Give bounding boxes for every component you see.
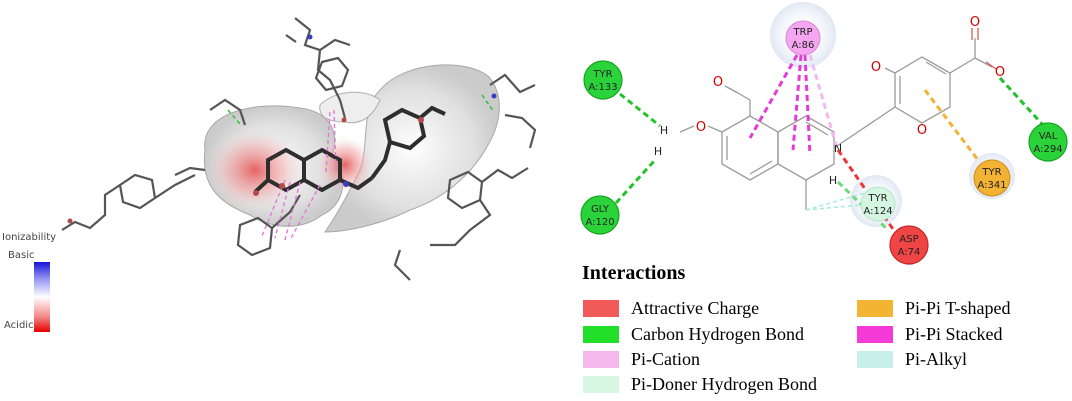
svg-text:A:124: A:124: [863, 206, 892, 217]
atom-o-carbonyl: O: [970, 15, 980, 30]
line-trp86-ring-a: [748, 54, 799, 139]
legend-item-pi-pi-t-shaped: Pi-Pi T-shaped: [857, 298, 1011, 319]
legend-item-pi-pi-stacked: Pi-Pi Stacked: [857, 324, 1003, 345]
ligand-oxygen-bonds: [971, 28, 997, 70]
atom-o-ring: O: [917, 123, 927, 138]
atom-o-keto: O: [871, 60, 881, 75]
legend-swatch: [583, 376, 619, 393]
line-tyr133-h: [619, 92, 661, 128]
legend-label: Pi-Cation: [631, 349, 701, 369]
legend-title: Interactions: [582, 262, 686, 284]
residue-node-tyr133: TYR A:133: [583, 60, 623, 100]
residue-node-asp74: ASP A:74: [889, 225, 929, 265]
svg-text:TYR: TYR: [981, 167, 1001, 178]
legend-item-pi-doner-hydrogen-bond: Pi-Doner Hydrogen Bond: [583, 374, 817, 395]
interaction-lines: [614, 54, 1045, 233]
render-atoms-red: [67, 117, 424, 224]
atom-n-ring: N: [834, 142, 842, 155]
atom-o-hydroxy: O: [696, 120, 706, 135]
svg-text:TYR: TYR: [592, 69, 612, 80]
svg-text:TRP: TRP: [792, 27, 812, 38]
atom-o-carboxyl: O: [995, 65, 1005, 80]
legend-swatch: [857, 300, 893, 317]
pocket-surface-top: [319, 91, 381, 124]
legend-label: Pi-Pi T-shaped: [905, 298, 1011, 318]
residue-node-trp86: TRP A:86: [785, 20, 821, 56]
legend-item-attractive-charge: Attractive Charge: [583, 298, 759, 319]
legend-swatch: [857, 326, 893, 343]
legend-swatch: [857, 351, 893, 368]
interaction-diagram-2d: O O O O O O N H H H TYR: [580, 2, 1068, 265]
ionizability-basic-label: Basic: [8, 250, 35, 261]
svg-text:A:120: A:120: [585, 217, 614, 228]
render-hbond-dashes: [227, 94, 495, 125]
svg-text:A:74: A:74: [898, 247, 921, 258]
svg-text:A:86: A:86: [792, 40, 815, 51]
legend-label: Pi-Alkyl: [905, 349, 968, 369]
svg-text:VAL: VAL: [1039, 131, 1058, 142]
atom-o-methoxy: O: [713, 75, 723, 90]
residue-sticks: [61, 17, 537, 281]
svg-text:A:133: A:133: [588, 82, 617, 93]
residue-node-gly120: GLY A:120: [580, 195, 620, 235]
line-tyr341-ring: [923, 89, 980, 161]
atom-h-2: H: [654, 145, 662, 158]
line-gly120-h: [614, 158, 657, 205]
line-trp86-ring-c: [803, 54, 812, 156]
atom-h-1: H: [660, 124, 668, 137]
legend-swatch: [583, 351, 619, 368]
residue-node-val294: VAL A:294: [1028, 122, 1068, 162]
line-val294-o: [998, 76, 1045, 127]
legend-item-pi-alkyl: Pi-Alkyl: [857, 349, 967, 370]
legend-swatch: [583, 300, 619, 317]
atom-h-3: H: [829, 174, 837, 187]
legend-label: Pi-Pi Stacked: [905, 324, 1003, 344]
legend-label: Pi-Doner Hydrogen Bond: [631, 374, 817, 394]
residue-node-tyr341: TYR A:341: [973, 159, 1011, 197]
ligand-skeleton: [679, 38, 993, 210]
line-trp86-ring-b: [791, 54, 803, 151]
legend-swatch: [583, 326, 619, 343]
render-interaction-dashes: [261, 109, 337, 241]
legend-label: Attractive Charge: [631, 298, 760, 318]
legend-item-pi-cation: Pi-Cation: [583, 349, 700, 370]
legend-label: Carbon Hydrogen Bond: [631, 324, 804, 344]
svg-text:A:294: A:294: [1033, 144, 1062, 155]
render-atoms-blue: [307, 34, 497, 187]
line-trp86-cation: [808, 54, 838, 146]
ionizability-scale-title: Ionizability: [2, 232, 57, 243]
pocket-acidic-region-2: [317, 137, 373, 193]
ionizability-color-bar: [34, 262, 50, 332]
pi-alkyl-lines: [805, 191, 869, 211]
residue-node-tyr124: TYR A:124: [860, 186, 896, 222]
svg-text:GLY: GLY: [591, 204, 610, 215]
legend-item-carbon-hydrogen-bond: Carbon Hydrogen Bond: [583, 324, 804, 345]
svg-text:A:341: A:341: [977, 180, 1006, 191]
svg-text:ASP: ASP: [899, 234, 918, 245]
binding-pocket-render: [61, 17, 537, 281]
pocket-acidic-region: [207, 130, 303, 210]
svg-text:TYR: TYR: [867, 193, 887, 204]
ligand-sticks: [253, 105, 446, 194]
ionizability-acidic-label: Acidic: [4, 320, 34, 331]
